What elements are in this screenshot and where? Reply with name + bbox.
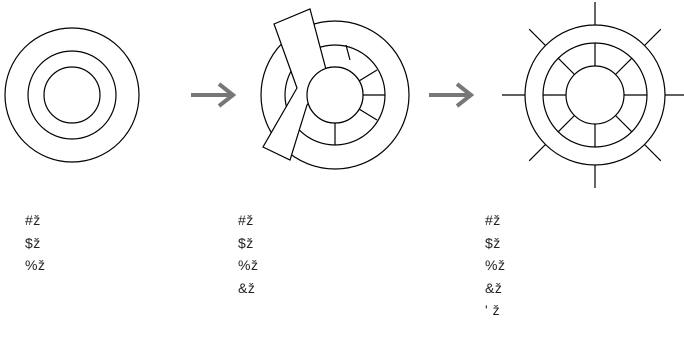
stage-3-label-1: #ž bbox=[485, 212, 501, 228]
stage-1-middle-ring bbox=[27, 50, 117, 140]
stage-1-inner-ring bbox=[43, 66, 101, 124]
stage-2-label-4: &ž bbox=[238, 279, 256, 296]
right-arrow-icon bbox=[191, 82, 237, 108]
stage-3-label-5: ' ž bbox=[485, 302, 501, 318]
stage-3-label-4: &ž bbox=[485, 279, 503, 296]
stage-2-dividers bbox=[334, 44, 385, 145]
stage-3-label-2: $ž bbox=[485, 234, 501, 251]
stage-2-blade bbox=[262, 8, 329, 161]
stage-3-labels: #ž $ž %ž &ž ' ž bbox=[485, 209, 505, 322]
stage-1-labels: #ž $ž %ž bbox=[25, 209, 45, 277]
stage-3-label-3: %ž bbox=[485, 257, 506, 273]
stage-2-label-2: $ž bbox=[238, 234, 254, 251]
stage-2-hub bbox=[306, 66, 364, 124]
right-arrow-icon bbox=[429, 82, 475, 108]
stage-1-figure bbox=[4, 27, 140, 163]
stage-3-spokes bbox=[543, 43, 647, 147]
stage-1-label-2: $ž bbox=[25, 234, 41, 251]
stage-2-labels: #ž $ž %ž &ž bbox=[238, 209, 258, 299]
stage-2-outer-ring bbox=[260, 20, 410, 170]
stage-3-figure bbox=[502, 2, 684, 188]
stage-1-label-3: %ž bbox=[25, 257, 46, 273]
stage-2-label-1: #ž bbox=[238, 212, 254, 228]
stage-1-label-1: #ž bbox=[25, 212, 41, 228]
stage-2-label-3: %ž bbox=[238, 257, 259, 273]
stage-1-outer-ring bbox=[4, 27, 140, 163]
stage-3-rays bbox=[502, 2, 684, 188]
stage-3-inner-ring bbox=[565, 65, 625, 125]
stage-2-figure bbox=[260, 8, 410, 170]
